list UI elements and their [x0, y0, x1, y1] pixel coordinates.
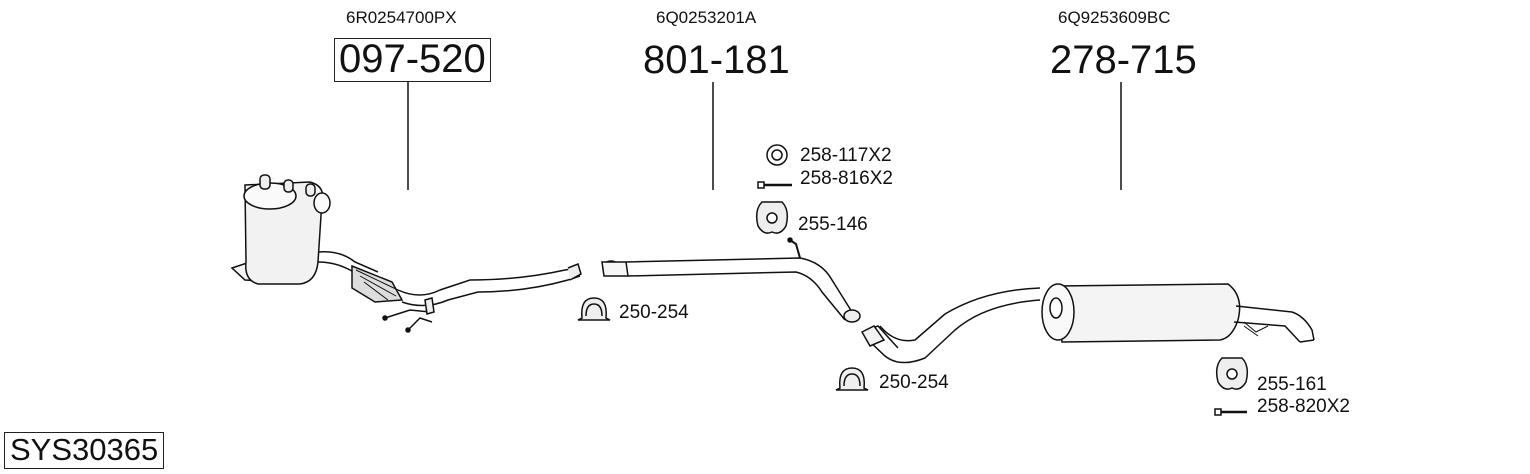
part-number[interactable]: 278-715	[1050, 38, 1197, 82]
oem-number: 6Q9253609BC	[1058, 8, 1171, 27]
accessory-label[interactable]: 255-161	[1257, 374, 1327, 395]
accessory-label[interactable]: 250-254	[619, 302, 689, 323]
ring-gasket-icon	[766, 144, 788, 166]
accessory-label[interactable]: 258-820X2	[1257, 396, 1350, 417]
accessory-label[interactable]: 258-816X2	[800, 168, 893, 189]
middle-pipe-drawing	[601, 237, 861, 323]
rear-silencer-drawing	[860, 283, 1315, 364]
oem-number: 6R0254700PX	[346, 8, 457, 27]
accessory-label[interactable]: 250-254	[879, 372, 949, 393]
pipe-clamp-icon	[835, 367, 869, 391]
rubber-hanger-icon	[1215, 357, 1249, 390]
particulate-filter-drawing	[230, 174, 582, 333]
part-number[interactable]: 801-181	[643, 38, 790, 82]
bolt-icon	[1214, 408, 1247, 416]
oem-number: 6Q0253201A	[656, 8, 757, 27]
accessory-label[interactable]: 258-117X2	[800, 145, 892, 166]
pipe-clamp-icon	[577, 297, 611, 321]
part-number-highlighted[interactable]: 097-520	[334, 38, 491, 82]
bolt-icon	[757, 181, 792, 189]
accessory-label[interactable]: 255-146	[798, 214, 868, 235]
rubber-hanger-icon	[755, 201, 789, 234]
system-code: SYS30365	[4, 432, 165, 469]
